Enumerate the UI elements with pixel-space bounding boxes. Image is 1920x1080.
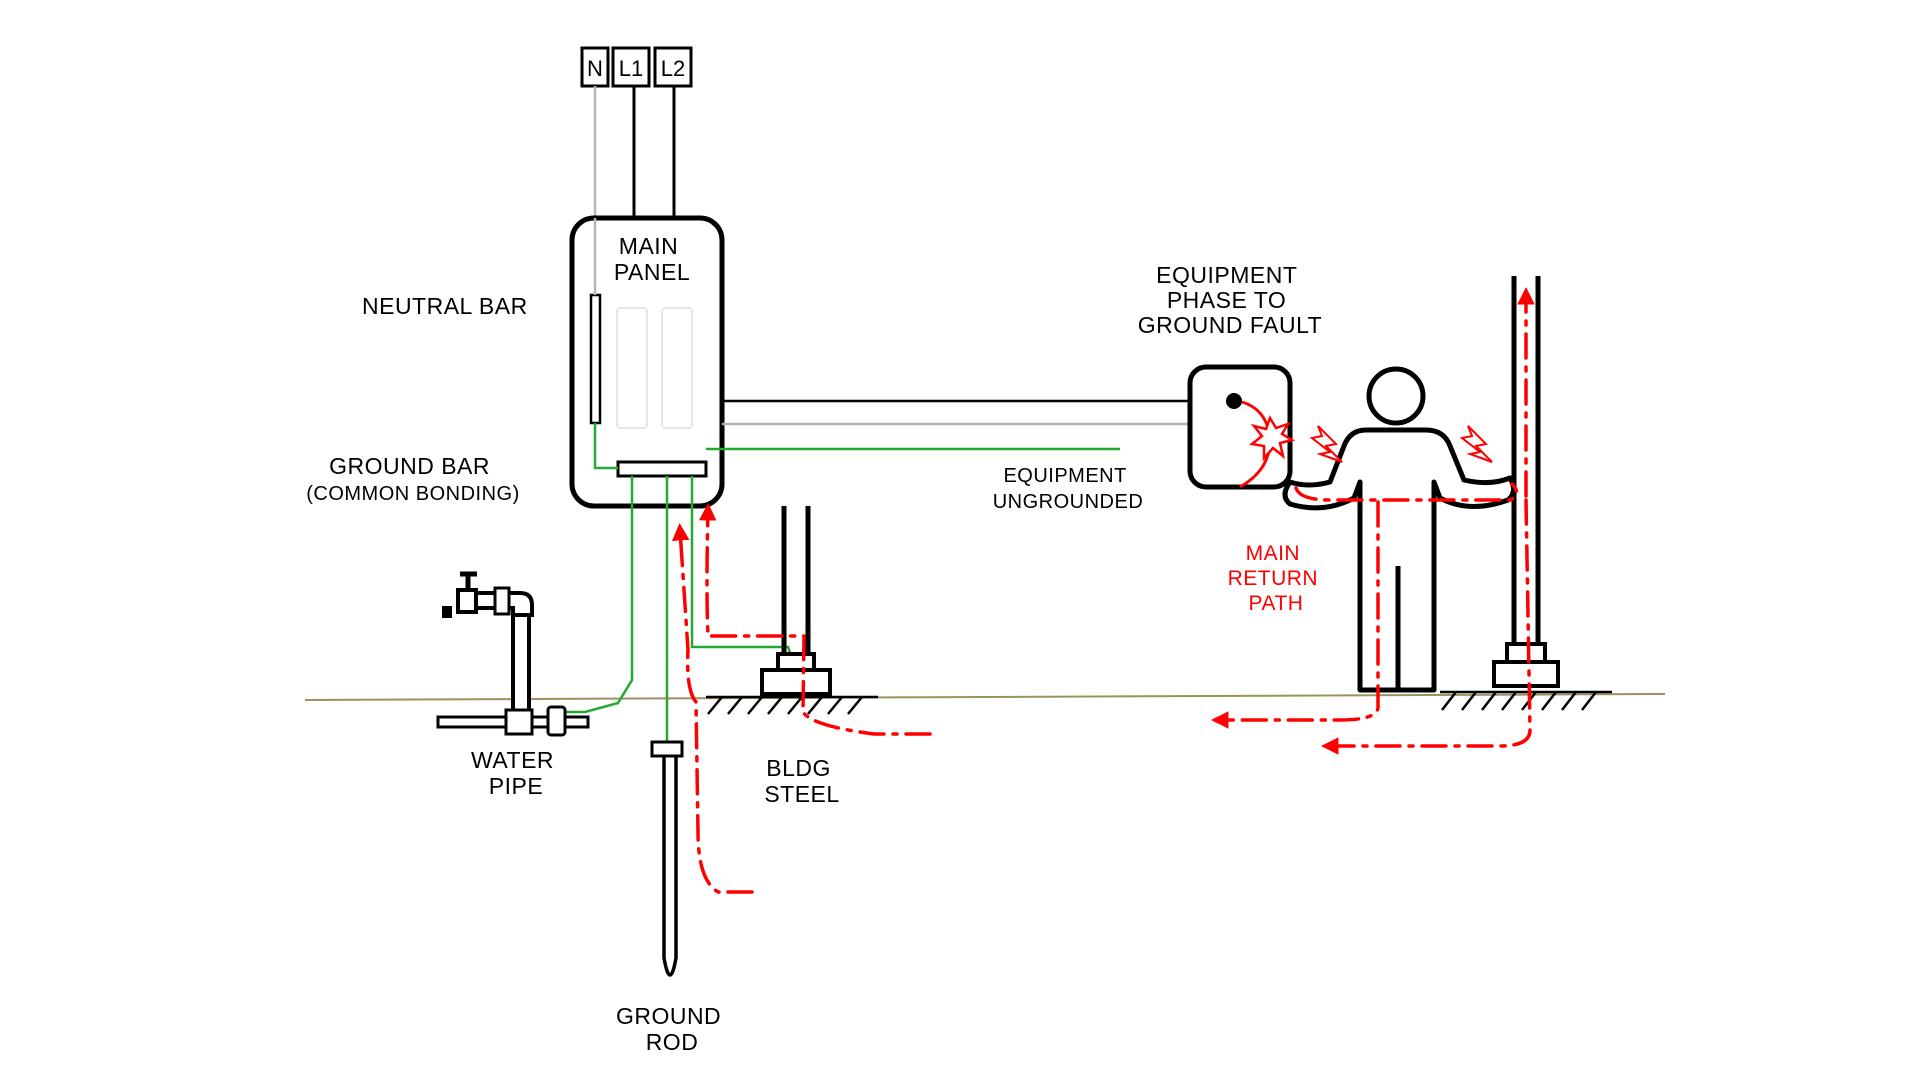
water-faucet-icon xyxy=(442,571,534,722)
ground-rod-clamp xyxy=(650,740,684,758)
ground-bar-label: GROUND BAR (COMMON BONDING) xyxy=(306,453,520,505)
breaker-slot-right xyxy=(661,307,693,429)
building-steel-hatch-left xyxy=(706,695,878,715)
neutral-ground-bond xyxy=(593,423,618,470)
person-icon xyxy=(1282,366,1516,693)
ground-surface-line xyxy=(304,693,1666,701)
breaker-slot-left xyxy=(616,307,648,429)
terminal-l2-label: L2 xyxy=(661,56,685,81)
water-pipe-bond-wire xyxy=(566,476,634,714)
building-steel-column-right xyxy=(1492,276,1560,688)
terminal-n: N xyxy=(580,46,610,88)
fault-return-path-rod xyxy=(671,523,754,894)
water-pipe-label: WATER PIPE xyxy=(471,747,561,799)
terminal-n-label: N xyxy=(587,56,603,81)
fault-return-path-body xyxy=(1211,500,1380,729)
spark-icon xyxy=(1249,415,1296,462)
neutral-bar xyxy=(589,293,602,425)
lightning-icon xyxy=(1309,425,1343,463)
building-steel-column-left xyxy=(760,506,832,696)
main-return-path-label: MAIN RETURN PATH xyxy=(1228,542,1325,615)
ground-rod-label: GROUND ROD xyxy=(616,1003,728,1055)
bldg-steel-label: BLDG STEEL xyxy=(764,755,839,807)
water-pipe-valve xyxy=(504,708,534,736)
fault-terminal xyxy=(1226,393,1242,409)
terminal-l1-label: L1 xyxy=(619,56,643,81)
equipment-fault-label: EQUIPMENT PHASE TO GROUND FAULT xyxy=(1138,262,1322,338)
water-pipe-clamp xyxy=(546,705,567,737)
fault-return-path-arms xyxy=(1294,482,1519,502)
ground-rod xyxy=(662,748,678,977)
main-panel-label: MAIN PANEL xyxy=(614,233,690,285)
ground-bar xyxy=(616,460,708,478)
equipment-ungrounded-label: EQUIPMENT UNGROUNDED xyxy=(993,465,1144,513)
terminal-l1: L1 xyxy=(611,46,651,88)
lightning-icon xyxy=(1459,425,1493,463)
fault-return-path-steel xyxy=(698,503,932,736)
fault-return-path-column-down xyxy=(1321,498,1532,755)
neutral-bar-label: NEUTRAL BAR xyxy=(362,293,528,319)
terminal-l2: L2 xyxy=(653,46,693,88)
